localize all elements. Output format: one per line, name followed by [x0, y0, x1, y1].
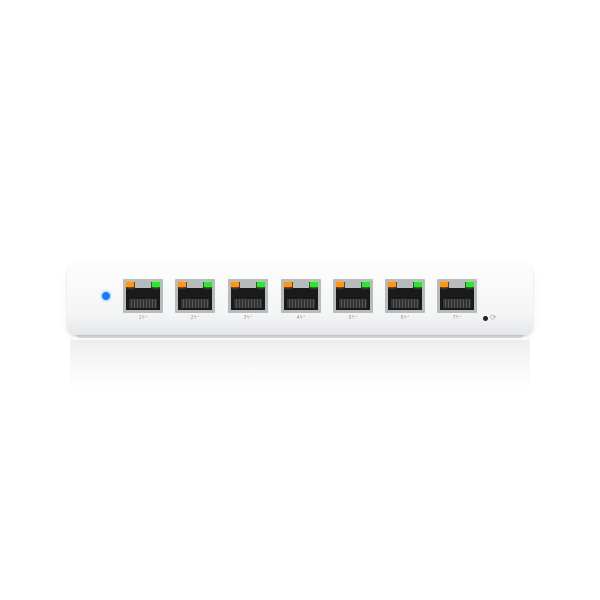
device-base	[75, 333, 525, 338]
port-activity-led	[284, 282, 292, 287]
port-link-led	[414, 282, 422, 287]
poe-icon: ϟ⁺	[351, 315, 358, 321]
port-tab	[135, 282, 151, 288]
poe-icon: ϟ⁺	[246, 315, 253, 321]
port-link-led	[152, 282, 160, 287]
port-activity-led	[231, 282, 239, 287]
ethernet-port[interactable]	[333, 279, 373, 313]
port-label: 3ϟ⁺	[228, 315, 268, 321]
port-number: 6	[400, 315, 404, 321]
port-activity-led	[440, 282, 448, 287]
poe-icon: ϟ⁺	[455, 315, 462, 321]
port-activity-led	[178, 282, 186, 287]
port-tab	[293, 282, 309, 288]
ethernet-port[interactable]	[228, 279, 268, 313]
port-pins	[443, 299, 471, 308]
port-label: 1ϟ⁺	[123, 315, 163, 321]
device-reflection	[70, 340, 530, 390]
port-activity-led	[388, 282, 396, 287]
port-pins	[129, 299, 157, 308]
ethernet-port[interactable]	[281, 279, 321, 313]
port-label: 2ϟ⁺	[175, 315, 215, 321]
port-number: 1	[138, 315, 142, 321]
reset-icon: ⟳	[490, 313, 497, 322]
port-number: 3	[243, 315, 247, 321]
port-label: 4ϟ⁺	[281, 315, 321, 321]
port-tab	[187, 282, 203, 288]
port-link-led	[466, 282, 474, 287]
port-link-led	[257, 282, 265, 287]
port-link-led	[310, 282, 318, 287]
ethernet-port[interactable]	[123, 279, 163, 313]
port-pins	[234, 299, 262, 308]
poe-icon: ϟ⁺	[141, 315, 148, 321]
poe-icon: ϟ⁺	[403, 315, 410, 321]
port-tab	[240, 282, 256, 288]
port-pins	[339, 299, 367, 308]
ethernet-port[interactable]	[175, 279, 215, 313]
ethernet-port[interactable]	[437, 279, 477, 313]
port-link-led	[362, 282, 370, 287]
port-number: 5	[348, 315, 352, 321]
poe-icon: ϟ⁺	[193, 315, 200, 321]
port-link-led	[204, 282, 212, 287]
port-tab	[397, 282, 413, 288]
port-number: 2	[190, 315, 194, 321]
reset-button[interactable]	[483, 316, 488, 321]
ethernet-port[interactable]	[385, 279, 425, 313]
port-pins	[181, 299, 209, 308]
port-label: 5ϟ⁺	[333, 315, 373, 321]
port-pins	[287, 299, 315, 308]
port-tab	[449, 282, 465, 288]
port-activity-led	[126, 282, 134, 287]
port-activity-led	[336, 282, 344, 287]
status-led	[102, 292, 110, 300]
port-tab	[345, 282, 361, 288]
poe-icon: ϟ⁺	[299, 315, 306, 321]
port-label: 7ϟ⁺	[437, 315, 477, 321]
port-label: 6ϟ⁺	[385, 315, 425, 321]
port-number: 7	[452, 315, 456, 321]
port-number: 4	[296, 315, 300, 321]
port-pins	[391, 299, 419, 308]
